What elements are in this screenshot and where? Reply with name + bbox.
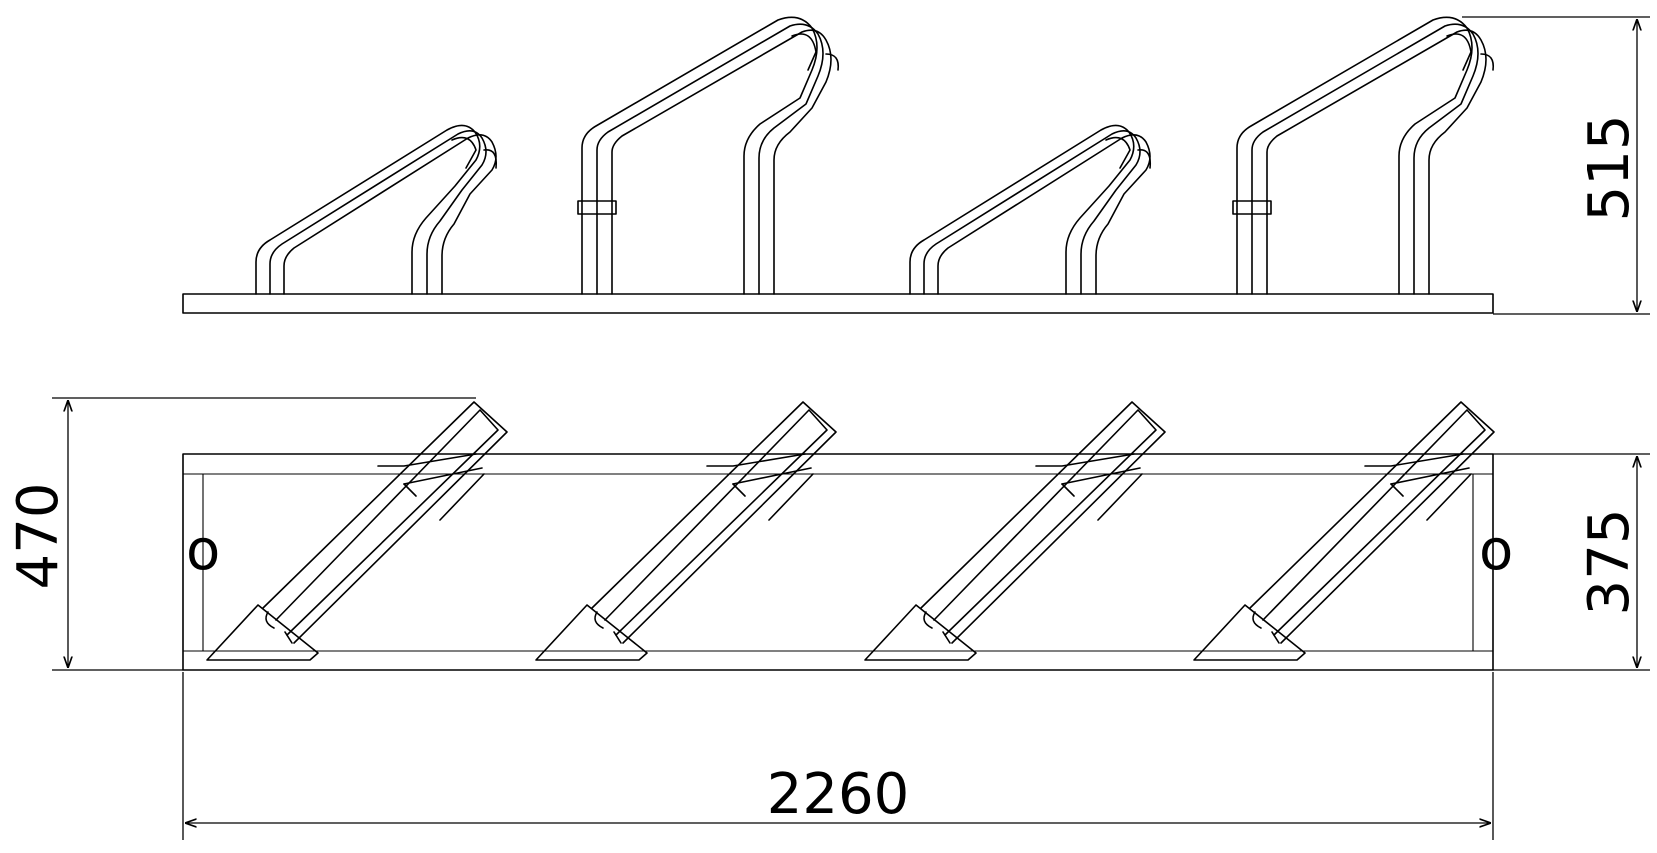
dimension-length: 2260 (182, 672, 1494, 840)
clamp-2 (1232, 200, 1272, 215)
dimension-label-470: 470 (6, 483, 71, 590)
elevation-view (182, 16, 1495, 314)
plan-view: o o (182, 401, 1513, 671)
rack-loop-small-1 (255, 124, 498, 295)
rack-angled-1 (206, 401, 508, 661)
rack-angled-3 (864, 401, 1166, 661)
dimension-label-515: 515 (1577, 115, 1642, 222)
rack-loop-large-2 (1232, 16, 1495, 295)
dimension-base-depth: 375 (1493, 453, 1650, 671)
dimension-label-375: 375 (1577, 509, 1642, 616)
clamp-1 (577, 200, 617, 215)
dimension-height: 515 (1462, 16, 1650, 315)
dimension-label-2260: 2260 (767, 762, 910, 827)
mount-hole-right: o (1479, 518, 1513, 583)
rack-loop-large-1 (577, 16, 840, 295)
base-frame-outer (182, 453, 1494, 671)
rack-angled-2 (535, 401, 837, 661)
base-rail-side (182, 293, 1494, 314)
rack-loop-small-2 (909, 124, 1152, 295)
rack-angled-4 (1193, 401, 1495, 661)
mount-hole-left: o (186, 518, 220, 583)
dimension-depth: 470 (6, 397, 476, 671)
